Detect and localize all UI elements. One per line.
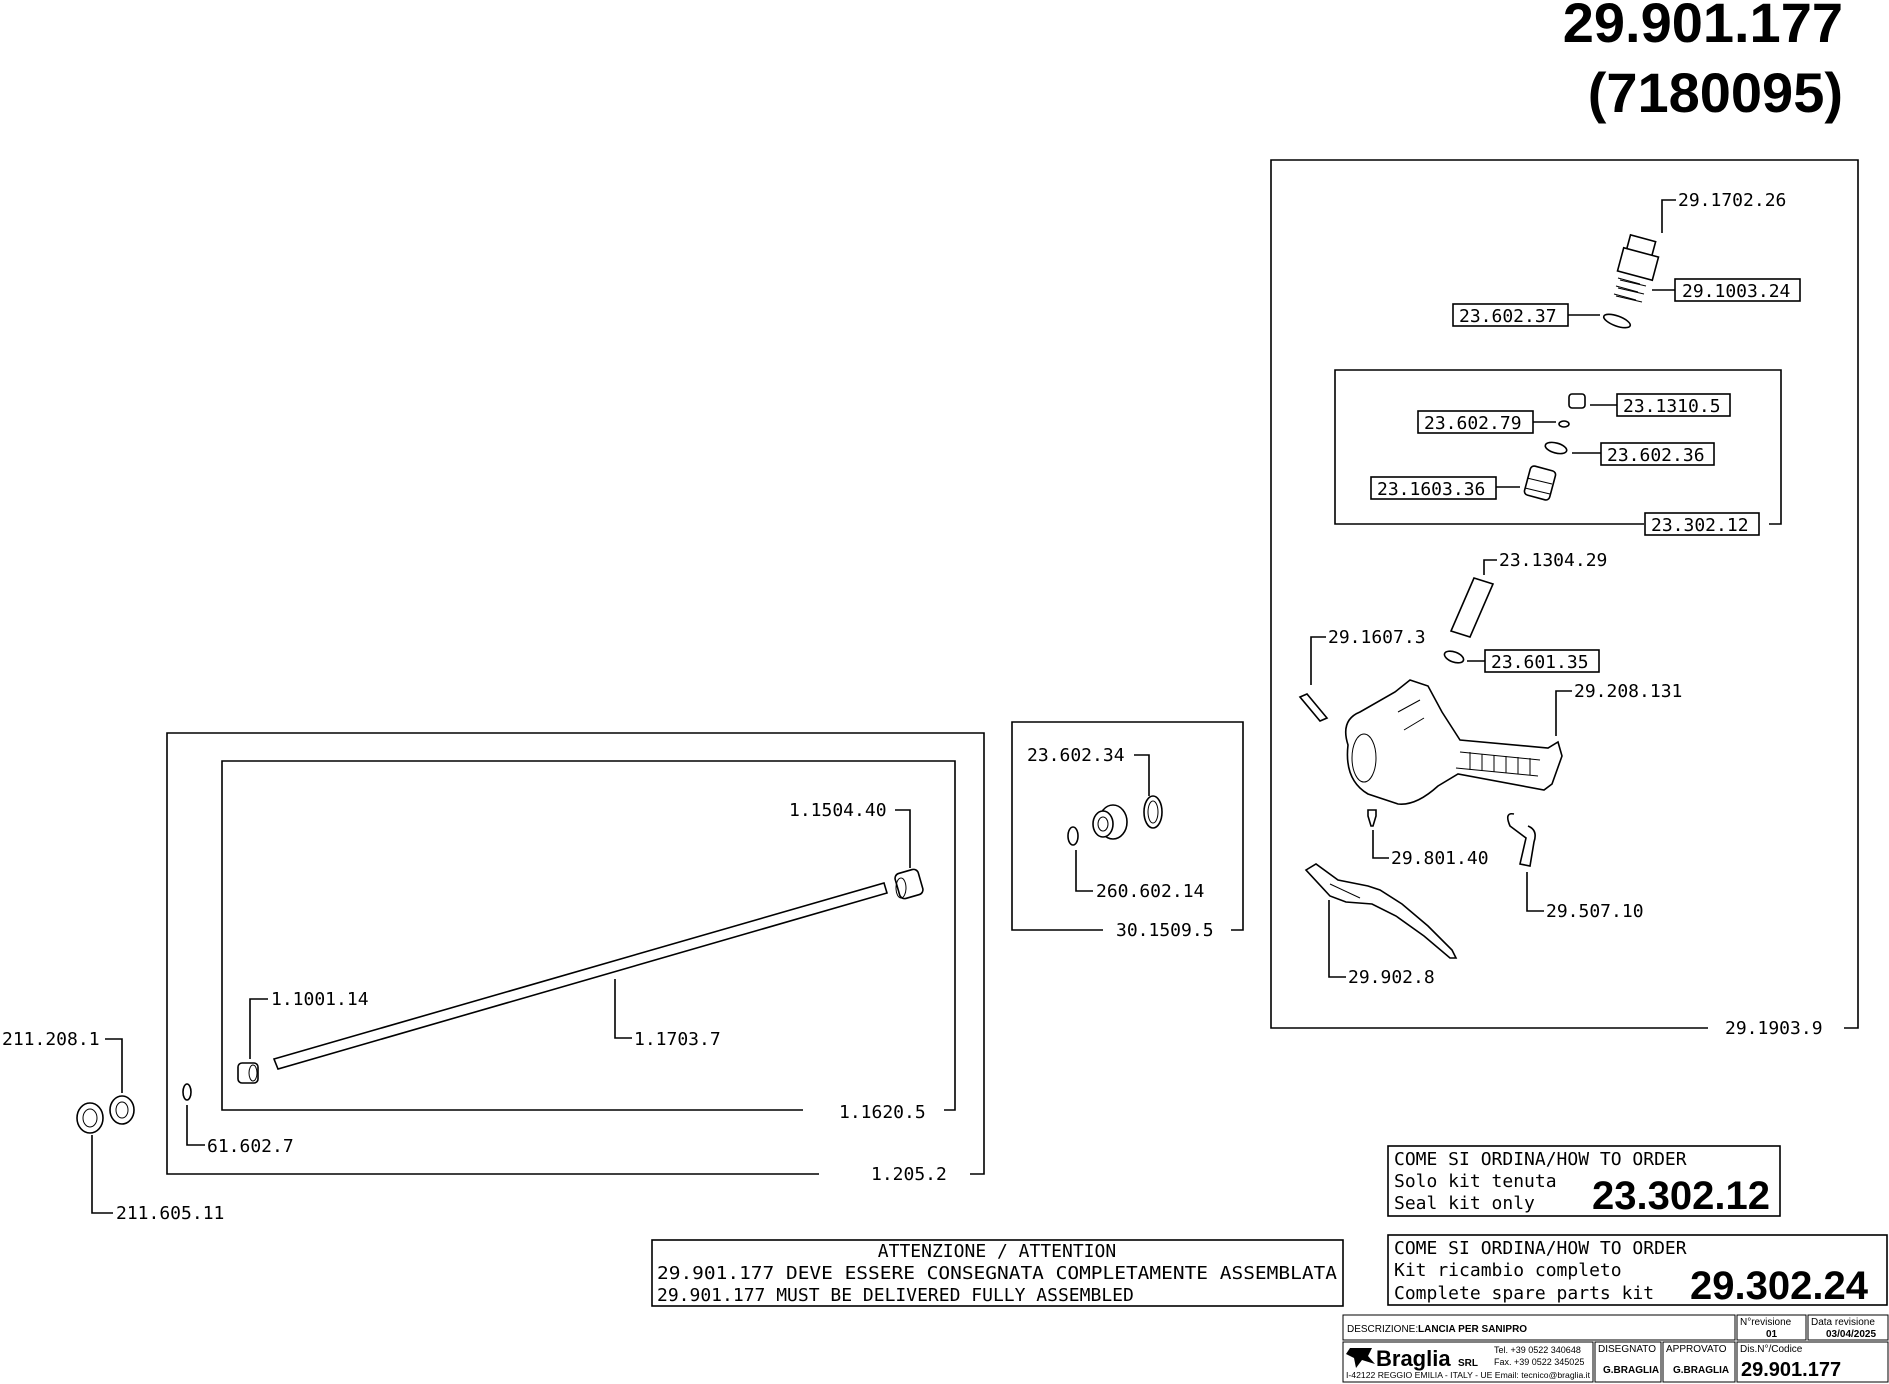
- label-260-602-14: 260.602.14: [1096, 881, 1204, 902]
- attention-box: ATTENZIONE / ATTENTION 29.901.177 DEVE E…: [651, 1239, 1344, 1307]
- order-box-line1: Kit ricambio completo: [1394, 1260, 1622, 1281]
- boxed-label-23-601-35: [1484, 649, 1600, 673]
- label-211-605-11: 211.605.11: [116, 1203, 224, 1224]
- desc-value: LANCIA PER SANIPRO: [1418, 1324, 1527, 1335]
- label-1-205-2: 1.205.2: [871, 1164, 947, 1185]
- part-pin-29-1607-3: [1298, 693, 1329, 722]
- boxed-label-23-302-12: [1644, 512, 1760, 536]
- label-29-1702-26: 29.1702.26: [1678, 190, 1786, 211]
- group-30-1509-5: 30.1509.5 23.602.34 260.602.14: [1011, 721, 1244, 941]
- order-box-header: COME SI ORDINA/HOW TO ORDER: [1394, 1238, 1687, 1259]
- order-box-seal-kit: COME SI ORDINA/HOW TO ORDER Solo kit ten…: [1387, 1145, 1781, 1218]
- group-29-1903-9: 29.1903.9 29.1702.26 29.1003.24 23.602.3…: [1270, 159, 1859, 1039]
- order-box-line2: Seal kit only: [1394, 1193, 1535, 1214]
- part-tube-1-1703-7: [272, 882, 888, 1070]
- label-23-602-36: 23.602.36: [1607, 445, 1705, 466]
- part-pistol-body-29-208-131: [1344, 679, 1563, 805]
- braglia-logo-icon: [1346, 1348, 1375, 1368]
- boxed-label-29-1003-24: [1674, 278, 1801, 302]
- part-clip-29-507-10: [1506, 812, 1536, 867]
- part-oring-23-602-36: [1544, 441, 1568, 455]
- label-23-602-37: 23.602.37: [1459, 306, 1557, 327]
- label-23-602-34: 23.602.34: [1027, 745, 1125, 766]
- part-quick-coupler: [76, 1095, 135, 1134]
- label-29-801-40: 29.801.40: [1391, 848, 1489, 869]
- label-1-1703-7: 1.1703.7: [634, 1029, 721, 1050]
- desc-label: DESCRIZIONE:: [1347, 1324, 1418, 1335]
- boxed-label-23-602-36: [1600, 442, 1715, 466]
- approved-label: APPROVATO: [1666, 1344, 1727, 1355]
- order-box-complete-kit: COME SI ORDINA/HOW TO ORDER Kit ricambio…: [1387, 1234, 1888, 1308]
- order-box-line1: Solo kit tenuta: [1394, 1171, 1557, 1192]
- label-61-602-7: 61.602.7: [207, 1136, 294, 1157]
- part-screw-29-801-40: [1367, 809, 1377, 827]
- part-oring-23-601-35: [1443, 650, 1465, 664]
- group-1-205-2: 1.205.2 1.1620.5 1.1703.7 1.1504.40 1.10…: [166, 732, 985, 1185]
- company-address: I-42122 REGGIO EMILIA - ITALY - UE Email…: [1346, 1371, 1591, 1380]
- part-valve-cap: [1615, 233, 1660, 303]
- label-29-208-131: 29.208.131: [1574, 681, 1682, 702]
- boxed-label-23-1603-36: [1370, 476, 1497, 500]
- label-23-1310-5: 23.1310.5: [1623, 396, 1721, 417]
- label-29-1607-3: 29.1607.3: [1328, 627, 1426, 648]
- attention-line-it: 29.901.177 DEVE ESSERE CONSEGNATA COMPLE…: [657, 1263, 1337, 1284]
- company-tel: Tel. +39 0522 340648: [1494, 1345, 1581, 1355]
- part-oring-61-602-7: [182, 1083, 192, 1101]
- label-30-1509-5: 30.1509.5: [1116, 920, 1214, 941]
- part-fitting-1-1504-40: [894, 868, 924, 900]
- part-fitting-1-1001-14: [237, 1062, 259, 1084]
- label-29-1903-9: 29.1903.9: [1725, 1018, 1823, 1039]
- part-oring-23-602-34: [1143, 795, 1163, 829]
- label-23-1603-36: 23.1603.36: [1377, 479, 1485, 500]
- label-23-302-12: 23.302.12: [1651, 515, 1749, 536]
- order-box-code: 29.302.24: [1690, 1264, 1869, 1308]
- rev-label: N°revisione: [1740, 1317, 1792, 1328]
- drawn-value: G.BRAGLIA: [1603, 1365, 1659, 1376]
- part-oring-23-602-37: [1602, 313, 1632, 329]
- part-spring: [1613, 277, 1641, 301]
- part-23-1603-36: [1523, 465, 1557, 501]
- attention-title: ATTENZIONE / ATTENTION: [878, 1241, 1116, 1262]
- order-box-header: COME SI ORDINA/HOW TO ORDER: [1394, 1149, 1687, 1170]
- label-23-1304-29: 23.1304.29: [1499, 550, 1607, 571]
- drawing-code: 29.901.177: [1563, 0, 1843, 54]
- label-29-902-8: 29.902.8: [1348, 967, 1435, 988]
- code-value: 29.901.177: [1741, 1359, 1841, 1381]
- approved-value: G.BRAGLIA: [1673, 1365, 1729, 1376]
- label-1-1001-14: 1.1001.14: [271, 989, 369, 1010]
- date-label: Data revisione: [1811, 1317, 1875, 1328]
- company-name: Braglia: [1376, 1346, 1451, 1371]
- part-nozzle-nut: [1092, 804, 1128, 840]
- label-29-1003-24: 29.1003.24: [1682, 281, 1790, 302]
- part-trigger-29-902-8: [1304, 863, 1458, 959]
- date-value: 03/04/2025: [1826, 1329, 1876, 1340]
- drawn-label: DISEGNATO: [1598, 1344, 1656, 1355]
- company-fax: Fax. +39 0522 345025: [1494, 1357, 1584, 1367]
- label-29-507-10: 29.507.10: [1546, 901, 1644, 922]
- order-box-code: 23.302.12: [1592, 1174, 1770, 1218]
- part-oring-23-602-79: [1558, 420, 1570, 428]
- title-block: DESCRIZIONE: LANCIA PER SANIPRO N°revisi…: [1342, 1314, 1889, 1383]
- boxed-label-23-602-37: [1452, 303, 1569, 327]
- attention-line-en: 29.901.177 MUST BE DELIVERED FULLY ASSEM…: [657, 1285, 1134, 1306]
- code-label: Dis.N°/Codice: [1740, 1344, 1803, 1355]
- part-oring-260-602-14: [1067, 826, 1079, 846]
- boxed-label-23-602-79: [1417, 410, 1534, 434]
- company-suffix: SRL: [1458, 1358, 1478, 1369]
- order-box-line2: Complete spare parts kit: [1394, 1283, 1654, 1304]
- boxed-label-23-1310-5: [1616, 393, 1731, 417]
- label-23-602-79: 23.602.79: [1424, 413, 1522, 434]
- label-1-1620-5: 1.1620.5: [839, 1102, 926, 1123]
- part-pin-23-1304-29: [1449, 577, 1495, 638]
- drawing-alt-code: (7180095): [1588, 61, 1843, 124]
- rev-value: 01: [1766, 1329, 1778, 1340]
- label-23-601-35: 23.601.35: [1491, 652, 1589, 673]
- part-23-1310-5: [1568, 393, 1586, 409]
- label-211-208-1: 211.208.1: [2, 1029, 100, 1050]
- label-1-1504-40: 1.1504.40: [789, 800, 887, 821]
